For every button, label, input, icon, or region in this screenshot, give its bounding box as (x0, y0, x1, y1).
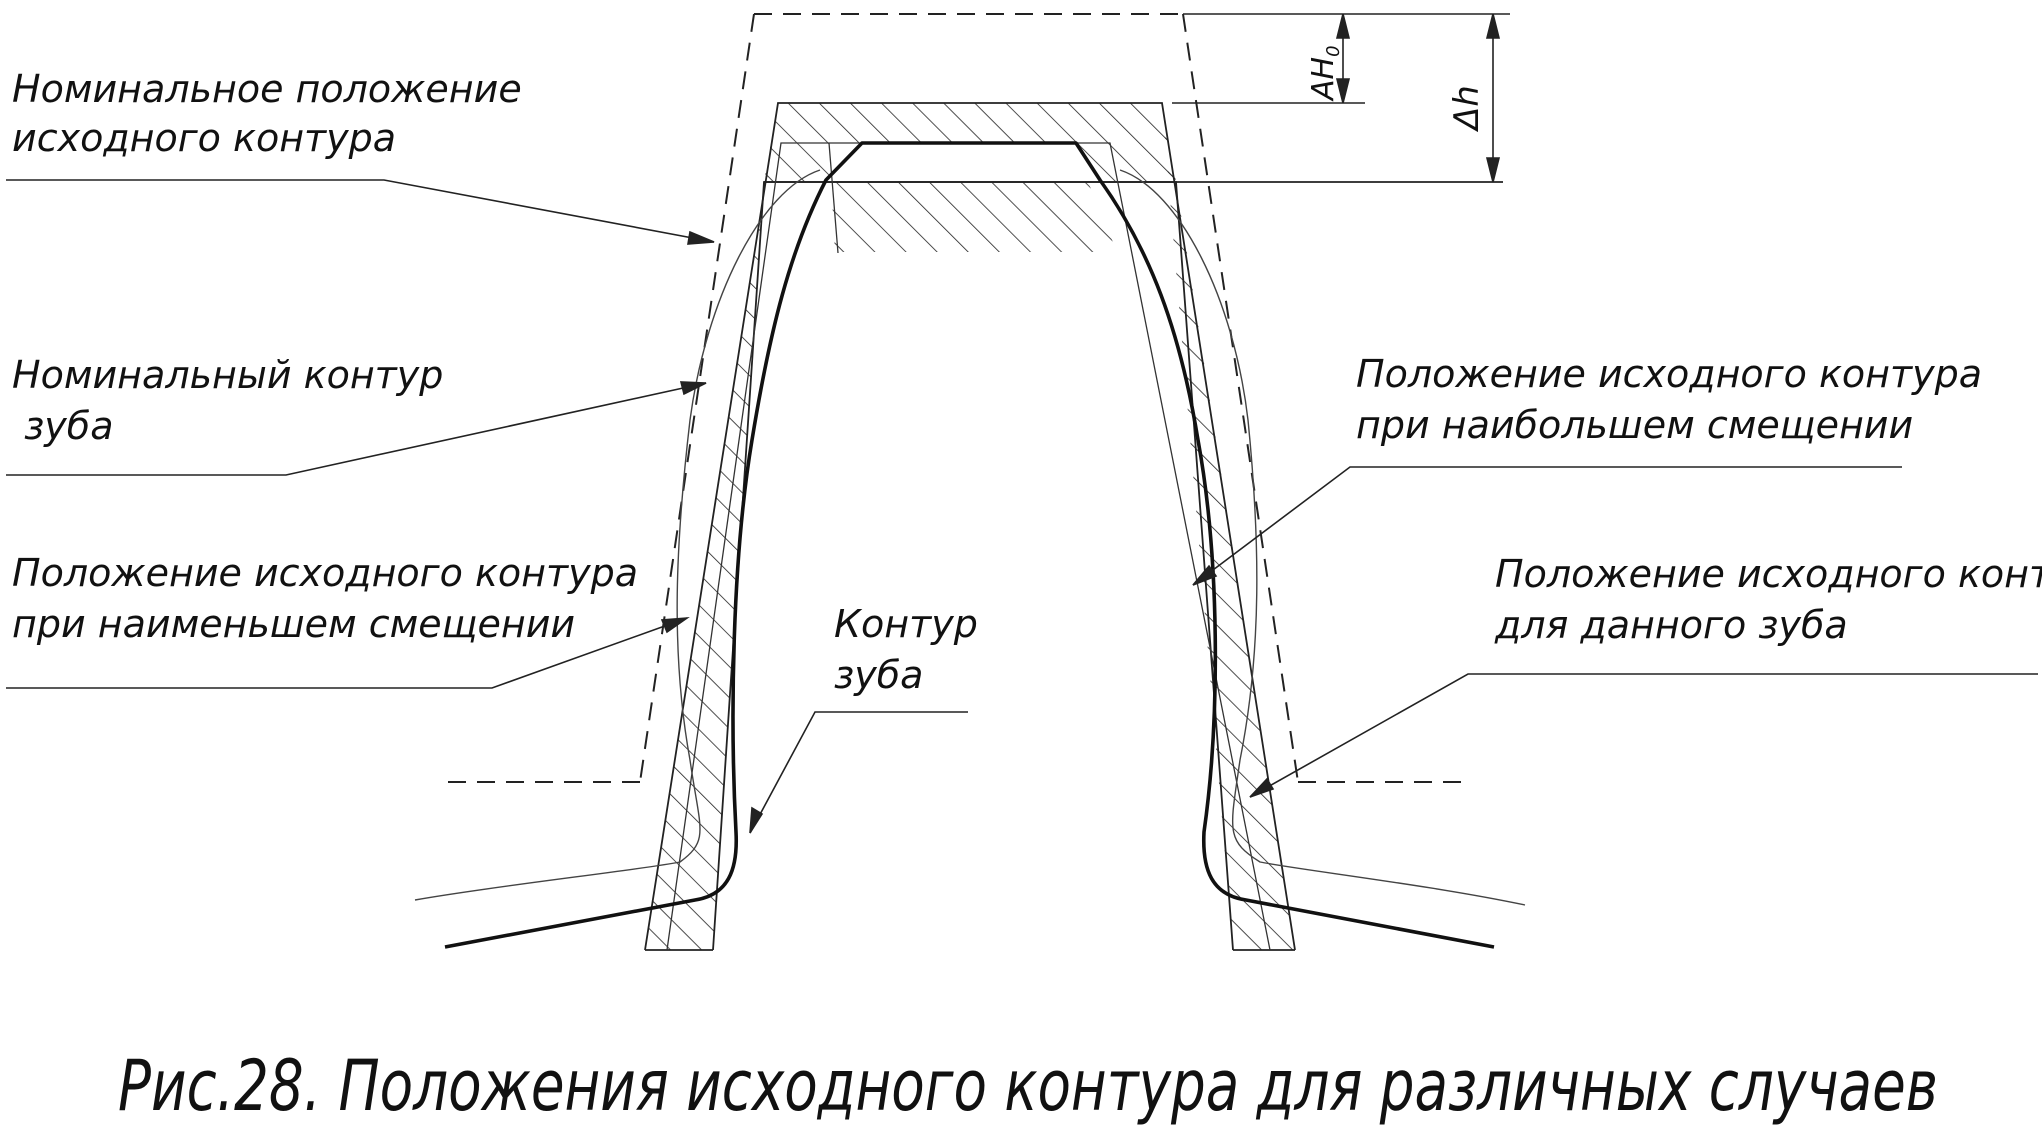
figure-caption: Рис.28. Положения исходного контура для … (118, 1045, 1938, 1127)
leader-lines (6, 179, 2038, 834)
svg-text:Положение исходного контура: Положение исходного контура (12, 551, 638, 595)
svg-text:исходного контура: исходного контура (12, 116, 396, 160)
label-tooth-contour: Контур зуба (834, 602, 978, 697)
rack-greatest-offset (644, 102, 1296, 951)
delta-h-label: Δh (1447, 85, 1487, 133)
svg-text:при наименьшем смещении: при наименьшем смещении (12, 602, 575, 646)
svg-text:зуба: зуба (12, 404, 114, 448)
nominal-tooth-contour (414, 169, 1526, 906)
ah0-label: AH0 (1306, 45, 1344, 102)
label-least-offset: Положение исходного контура при наименьш… (12, 551, 638, 646)
hatched-top-band (764, 103, 1176, 252)
svg-text:для данного зуба: для данного зуба (1494, 603, 1848, 647)
label-nominal-contour: Номинальный контур зуба (12, 353, 443, 448)
label-greatest-offset: Положение исходного контура при наибольш… (1356, 352, 1982, 447)
svg-text:при наибольшем смещении: при наибольшем смещении (1356, 403, 1913, 447)
rack-least-offset (712, 181, 1503, 951)
label-nominal-position: Номинальное положение исходного контура (12, 67, 522, 160)
nominal-rack-position (442, 13, 1462, 783)
actual-tooth-contour (444, 141, 1495, 949)
svg-text:Номинальное положение: Номинальное положение (12, 67, 522, 111)
svg-text:Положение исходного контура: Положение исходного контура (1356, 352, 1982, 396)
svg-text:зуба: зуба (834, 653, 923, 697)
svg-text:Контур: Контур (834, 602, 978, 646)
svg-text:Номинальный контур: Номинальный контур (12, 353, 443, 397)
ah0-dimension (1172, 13, 1510, 183)
label-given-tooth: Положение исходного контура для данного … (1494, 552, 2042, 647)
svg-text:Положение исходного контура: Положение исходного контура (1495, 552, 2042, 596)
